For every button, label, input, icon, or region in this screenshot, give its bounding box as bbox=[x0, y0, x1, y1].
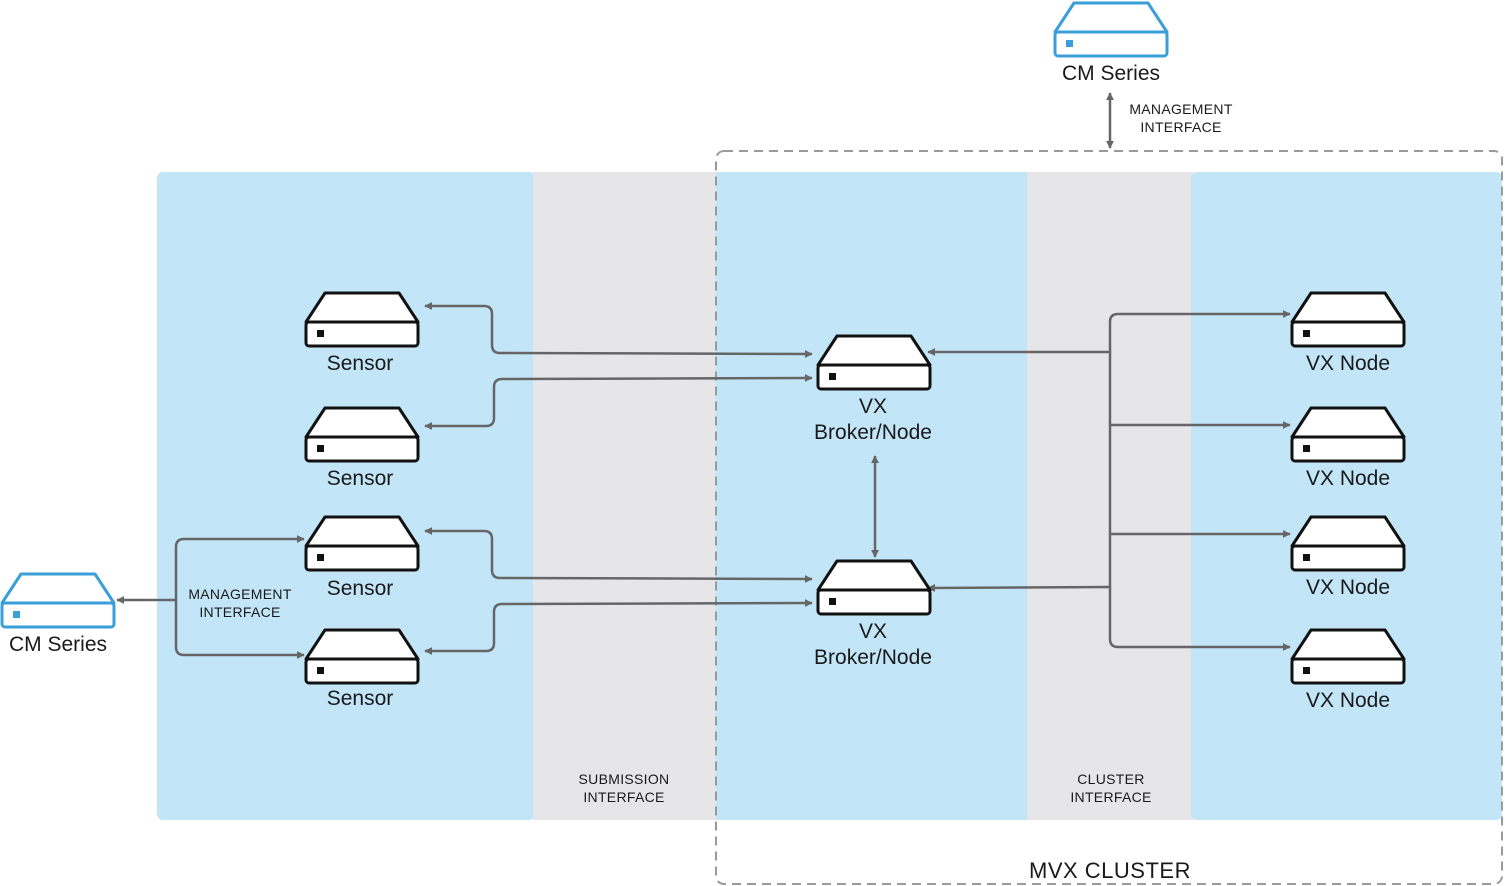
sensor-3-server-appliance-icon bbox=[304, 515, 420, 572]
link-mgmt-sensor-4 bbox=[174, 600, 305, 659]
mgmt-interface-left-label-1: MANAGEMENT bbox=[188, 586, 291, 602]
link-cluster-bus-to-broker-2 bbox=[927, 583, 1111, 592]
mvx-cluster-boundary bbox=[715, 150, 1503, 885]
cluster-interface-label-1: CLUSTER bbox=[1077, 771, 1144, 787]
zones-background bbox=[157, 172, 1502, 820]
cm-left-label: CM Series bbox=[9, 633, 107, 656]
vx-node-zone bbox=[1191, 172, 1502, 820]
submission-interface-label-2: INTERFACE bbox=[583, 789, 664, 805]
vx-node-3-label: VX Node bbox=[1306, 576, 1390, 599]
link-sensor-1-broker-1 bbox=[424, 302, 813, 358]
submission-interface-zone bbox=[533, 172, 718, 820]
sensor-3-label: Sensor bbox=[327, 577, 394, 600]
connections bbox=[116, 92, 1291, 659]
broker-1-label-1: VX bbox=[859, 395, 887, 418]
devices bbox=[0, 1, 1406, 685]
sensor-1-server-appliance-icon bbox=[304, 291, 420, 348]
vx-node-4-label: VX Node bbox=[1306, 689, 1390, 712]
sensor-1-label: Sensor bbox=[327, 352, 394, 375]
vx-broker-1-server-appliance-icon bbox=[816, 334, 932, 391]
broker-2-label-1: VX bbox=[859, 620, 887, 643]
sensor-zone bbox=[157, 172, 535, 820]
link-sensor-4-broker-2 bbox=[424, 599, 813, 655]
submission-interface-label-1: SUBMISSION bbox=[579, 771, 670, 787]
vx-node-2-label: VX Node bbox=[1306, 467, 1390, 490]
mgmt-interface-left-label-2: INTERFACE bbox=[199, 604, 280, 620]
sensor-2-label: Sensor bbox=[327, 467, 394, 490]
cm-series-left-server-appliance-icon bbox=[0, 572, 116, 629]
mgmt-interface-top-label-2: INTERFACE bbox=[1140, 119, 1221, 135]
cluster-bus-vertical bbox=[1108, 312, 1119, 649]
link-sensor-2-broker-1 bbox=[424, 374, 813, 430]
vx-node-2-server-appliance-icon bbox=[1290, 406, 1406, 463]
sensor-2-server-appliance-icon bbox=[304, 406, 420, 463]
sensor-4-label: Sensor bbox=[327, 687, 394, 710]
mvx-cluster-title: MVX CLUSTER bbox=[1029, 858, 1191, 883]
cluster-interface-label-2: INTERFACE bbox=[1070, 789, 1151, 805]
vx-node-3-server-appliance-icon bbox=[1290, 515, 1406, 572]
vx-node-1-server-appliance-icon bbox=[1290, 291, 1406, 348]
cm-top-label: CM Series bbox=[1062, 62, 1160, 85]
link-mgmt-sensor-3 bbox=[174, 535, 305, 600]
sensor-4-server-appliance-icon bbox=[304, 628, 420, 685]
broker-2-label-2: Broker/Node bbox=[814, 646, 932, 669]
broker-1-label-2: Broker/Node bbox=[814, 421, 932, 444]
vx-node-4-server-appliance-icon bbox=[1290, 628, 1406, 685]
cm-series-top-server-appliance-icon bbox=[1053, 1, 1169, 58]
vx-node-1-label: VX Node bbox=[1306, 352, 1390, 375]
vx-broker-2-server-appliance-icon bbox=[816, 559, 932, 616]
mgmt-interface-top-label-1: MANAGEMENT bbox=[1129, 101, 1232, 117]
broker-zone bbox=[716, 172, 1029, 820]
link-sensor-3-broker-2 bbox=[424, 527, 813, 583]
